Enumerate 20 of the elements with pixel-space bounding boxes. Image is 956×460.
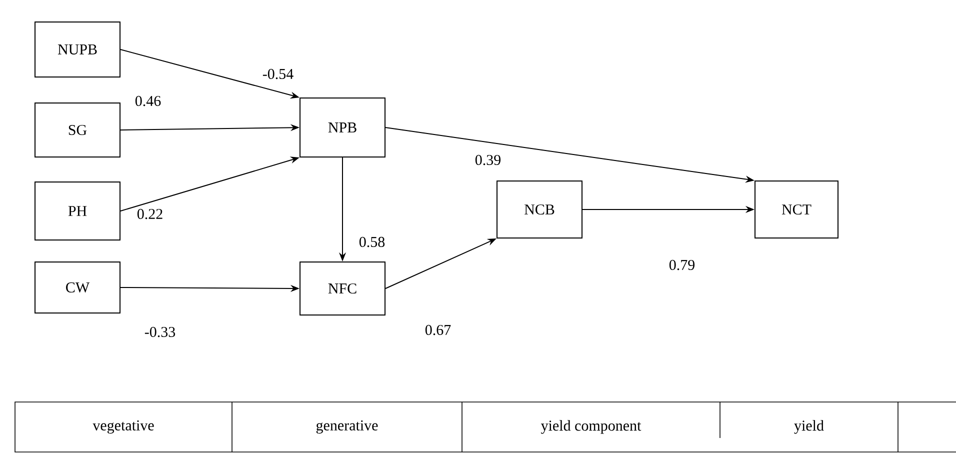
stage-label: yield component — [541, 420, 642, 434]
edge-label: 0.79 — [668, 258, 696, 272]
edge-label: -0.54 — [261, 68, 295, 80]
edge-label: 0.67 — [424, 324, 452, 336]
edge-label: 0.46 — [134, 94, 162, 108]
variable-box: CW — [34, 261, 121, 314]
variable-box: SG — [34, 102, 121, 158]
stage-label: vegetative — [92, 420, 154, 434]
edge-label: 0.58 — [358, 236, 386, 248]
stage-label: generative — [316, 420, 378, 434]
variable-box: NUPB — [34, 22, 121, 78]
variable-box: NCT — [754, 180, 838, 238]
stage-label: yield — [794, 420, 824, 434]
variable-box: NCB — [496, 180, 582, 238]
variable-box: NFC — [300, 261, 386, 316]
variable-box: NPB — [300, 98, 386, 158]
variable-box: PH — [34, 182, 121, 240]
edge-label: 0.39 — [474, 154, 502, 166]
edge-label: 0.22 — [136, 208, 164, 220]
edge-label: -0.33 — [143, 326, 177, 338]
